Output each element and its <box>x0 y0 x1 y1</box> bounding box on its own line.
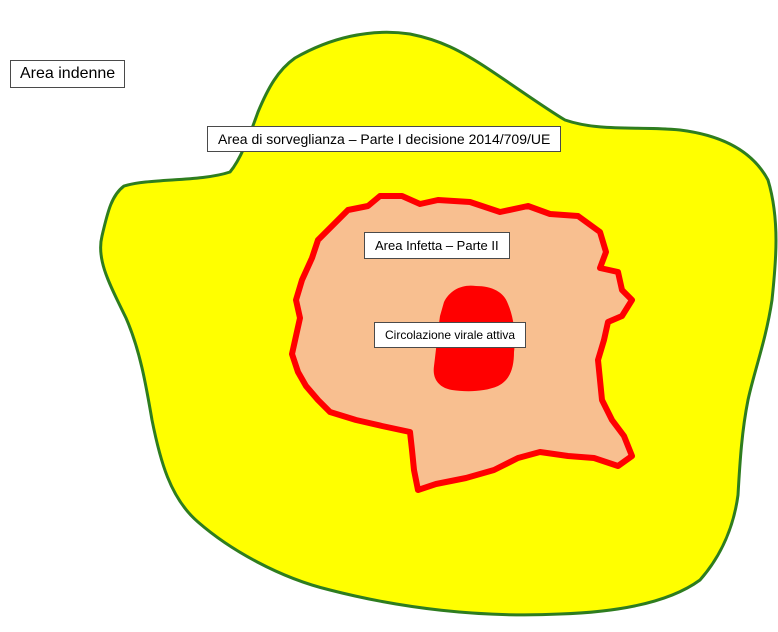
surveillance-area-label: Area di sorveglianza – Parte I decisione… <box>207 126 562 152</box>
active-circulation-label: Circolazione virale attiva <box>374 322 527 348</box>
infected-area-label: Area Infetta – Parte II <box>364 232 510 259</box>
free-area-label: Area indenne <box>10 60 126 88</box>
